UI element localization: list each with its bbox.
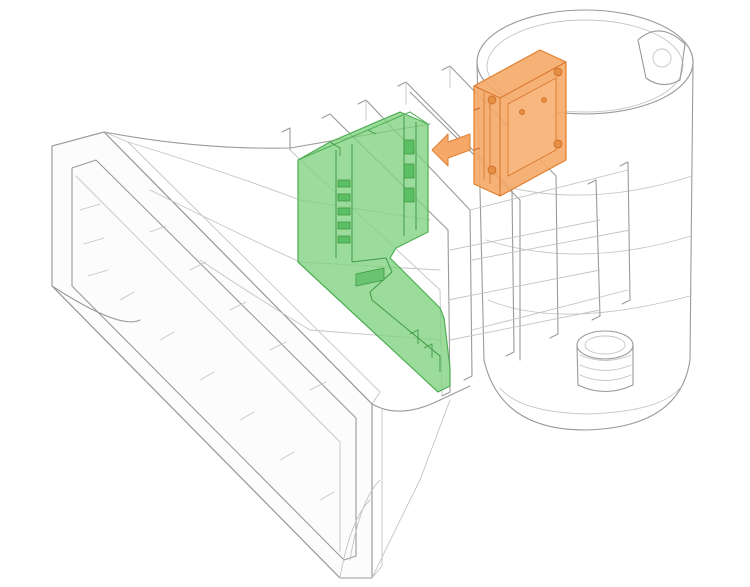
funnel-housing [51, 123, 471, 579]
orange-module [473, 49, 567, 197]
insert-arrow [431, 133, 471, 167]
cylindrical-tank [476, 9, 694, 431]
green-bracket [297, 111, 451, 393]
